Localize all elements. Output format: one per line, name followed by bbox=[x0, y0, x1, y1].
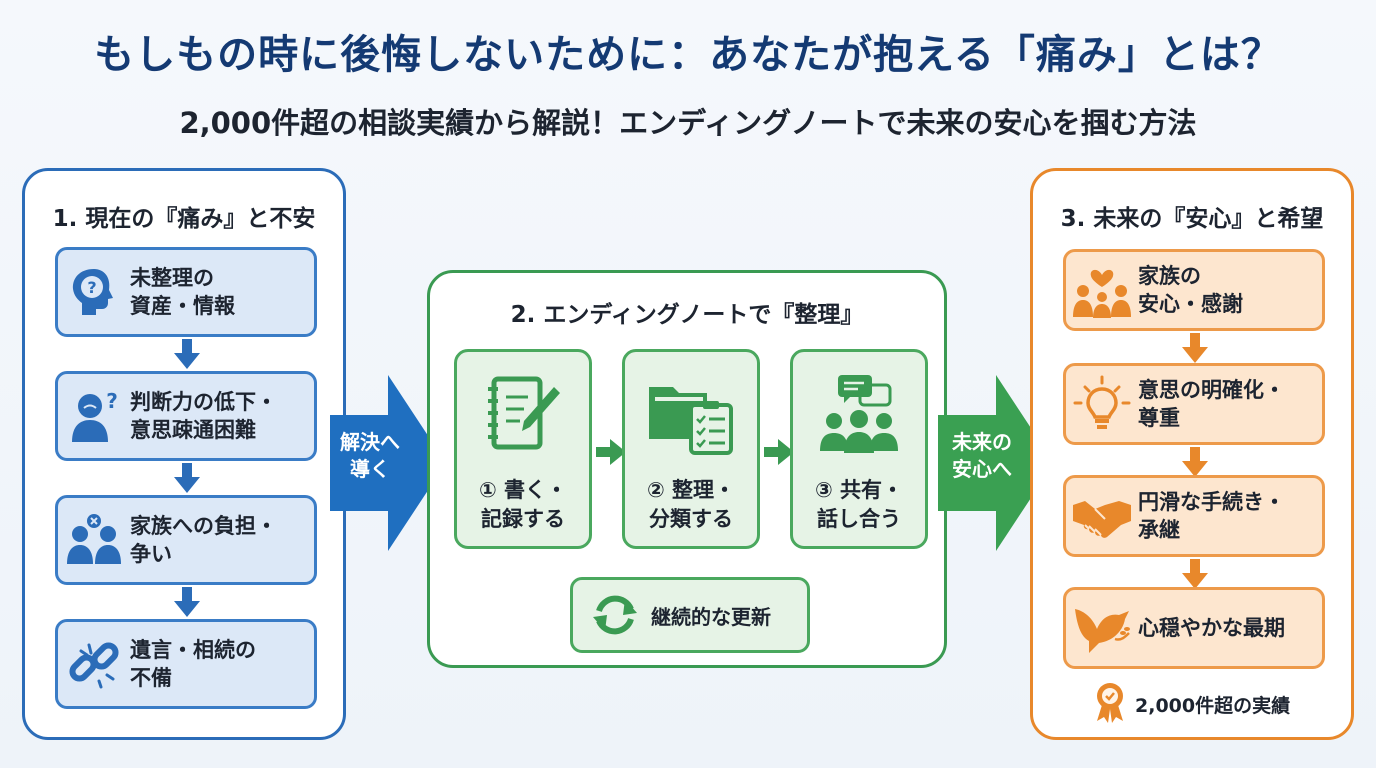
future-arrow: 未来の 安心へ bbox=[938, 375, 1054, 551]
step-organize: ② 整理・ 分類する bbox=[622, 349, 760, 549]
continuous-update-box: 継続的な更新 bbox=[570, 577, 810, 653]
step-label: ① 書く・ 記録する bbox=[478, 478, 568, 532]
page-subtitle: 2,000件超の相談実績から解説！エンディングノートで未来の安心を掴む方法 bbox=[179, 106, 1197, 140]
step-share: ③ 共有・ 話し合う bbox=[790, 349, 928, 549]
handshake-icon bbox=[1066, 486, 1138, 546]
flow-arrow-down-icon bbox=[1182, 333, 1208, 363]
relief-card-intention: 意思の明確化・ 尊重 bbox=[1063, 363, 1325, 445]
relief-panel-title: 3. 未来の『安心』と希望 bbox=[1060, 206, 1324, 232]
flow-arrow-down-icon bbox=[1182, 559, 1208, 589]
pain-panel-title: 1. 現在の『痛み』と不安 bbox=[52, 206, 316, 232]
flow-arrow-down-icon bbox=[1182, 447, 1208, 477]
step-label: ② 整理・ 分類する bbox=[646, 478, 736, 532]
pain-card-assets: ? 未整理の 資産・情報 bbox=[55, 247, 317, 337]
notebook-pen-icon bbox=[457, 370, 589, 460]
track-record-badge: 2,000件超の実績 bbox=[1093, 681, 1290, 727]
flow-arrow-down-icon bbox=[174, 463, 200, 493]
relief-card-label: 意思の明確化・ 尊重 bbox=[1138, 377, 1285, 430]
award-medal-icon bbox=[1093, 681, 1127, 727]
continuous-update-label: 継続的な更新 bbox=[651, 604, 771, 629]
pain-panel: 1. 現在の『痛み』と不安 ? 未整理の 資産・情報 ? 判断力の低下・ 意思疎… bbox=[22, 168, 346, 740]
brain-question-icon: ? bbox=[58, 262, 130, 322]
page-title: もしもの時に後悔しないために：あなたが抱える「痛み」とは？ bbox=[94, 32, 1282, 78]
relief-card-family: 家族の 安心・感謝 bbox=[1063, 249, 1325, 331]
pain-card-label: 家族への負担・ 争い bbox=[130, 513, 277, 566]
pain-card-will: 遺言・相続の 不備 bbox=[55, 619, 317, 709]
relief-card-label: 心穏やかな最期 bbox=[1138, 615, 1285, 640]
organize-panel-title: 2. エンディングノートで『整理』 bbox=[510, 302, 864, 328]
future-arrow-label: 未来の 安心へ bbox=[952, 430, 1012, 481]
track-record-label: 2,000件超の実績 bbox=[1135, 694, 1291, 717]
relief-card-label: 円滑な手続き・ 承継 bbox=[1138, 489, 1285, 542]
step-label: ③ 共有・ 話し合う bbox=[814, 478, 904, 532]
relief-card-procedure: 円滑な手続き・ 承継 bbox=[1063, 475, 1325, 557]
relief-card-peace: 心穏やかな最期 bbox=[1063, 587, 1325, 669]
lightbulb-icon bbox=[1066, 374, 1138, 434]
family-heart-icon bbox=[1066, 260, 1138, 320]
organize-panel: 2. エンディングノートで『整理』 ① 書く・ 記録する ② bbox=[427, 270, 947, 668]
big-arrow-right-icon bbox=[938, 375, 1054, 551]
svg-text:?: ? bbox=[87, 278, 96, 297]
svg-text:?: ? bbox=[106, 389, 118, 413]
big-arrow-right-icon bbox=[330, 375, 446, 551]
flow-arrow-down-icon bbox=[174, 339, 200, 369]
pain-card-family: 家族への負担・ 争い bbox=[55, 495, 317, 585]
pain-card-judgment: ? 判断力の低下・ 意思疎通困難 bbox=[55, 371, 317, 461]
pain-card-label: 判断力の低下・ 意思疎通困難 bbox=[130, 389, 277, 442]
broken-link-icon bbox=[58, 634, 130, 694]
relief-card-label: 家族の 安心・感謝 bbox=[1138, 263, 1243, 316]
dove-icon bbox=[1066, 598, 1138, 658]
resolve-arrow-label: 解決へ 導く bbox=[340, 430, 400, 481]
refresh-cycle-icon bbox=[589, 589, 641, 641]
relief-panel: 3. 未来の『安心』と希望 家族の 安心・感謝 bbox=[1030, 168, 1354, 740]
flow-arrow-right-icon bbox=[596, 439, 626, 465]
family-conflict-icon bbox=[58, 510, 130, 570]
resolve-arrow: 解決へ 導く bbox=[330, 375, 446, 551]
flow-arrow-down-icon bbox=[174, 587, 200, 617]
pain-card-label: 遺言・相続の 不備 bbox=[130, 637, 256, 690]
folder-checklist-icon bbox=[625, 370, 757, 460]
pain-card-label: 未整理の 資産・情報 bbox=[130, 265, 235, 318]
confused-person-icon: ? bbox=[58, 386, 130, 446]
step-write: ① 書く・ 記録する bbox=[454, 349, 592, 549]
flow-arrow-right-icon bbox=[764, 439, 794, 465]
group-chat-icon bbox=[793, 370, 925, 460]
